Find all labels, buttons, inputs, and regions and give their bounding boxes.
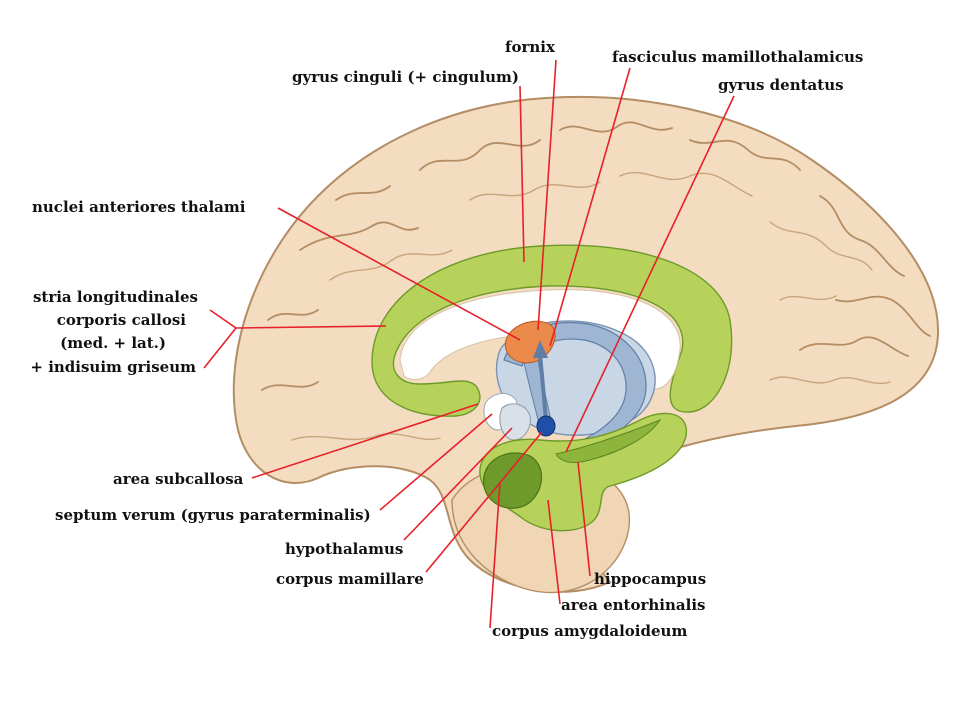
mamillothalamic-arrowhead [533, 340, 548, 358]
labels: fornix fasciculus mamillothalamicus gyru… [30, 38, 863, 640]
mamillary-body [536, 415, 556, 437]
label-hypothalamus: hypothalamus [285, 540, 403, 558]
label-fornix: fornix [505, 38, 556, 56]
leader-nuclei-anteriores-thalami [277, 207, 521, 341]
leader-stria-upper [209, 309, 237, 329]
label-gyrus-dentatus: gyrus dentatus [718, 76, 844, 94]
leader-hypothalamus [403, 427, 513, 541]
label-hippocampus: hippocampus [594, 570, 706, 588]
leader-corpus-mamillare [425, 431, 543, 573]
label-stria-line1: stria longitudinales [33, 288, 198, 306]
label-fasciculus-mamillothalamicus: fasciculus mamillothalamicus [612, 48, 863, 66]
label-septum-verum: septum verum (gyrus paraterminalis) [55, 506, 371, 524]
mamillothalamic-tract [538, 353, 548, 421]
leader-gyrus-cinguli [519, 85, 525, 263]
leader-hippocampus [577, 461, 591, 577]
label-area-subcallosa: area subcallosa [113, 470, 244, 488]
gyral-folds [261, 121, 931, 441]
leader-fasciculus-mamillothalamicus [549, 67, 631, 347]
brain-hemisphere [232, 95, 940, 594]
label-stria-line2: corporis callosi [57, 311, 187, 329]
label-nuclei-anteriores-thalami: nuclei anteriores thalami [32, 198, 246, 216]
leader-stria-mid [235, 325, 387, 329]
label-corpus-amygdaloideum: corpus amygdaloideum [492, 622, 687, 640]
leader-septum-verum [379, 413, 493, 511]
hippocampus-body [555, 418, 662, 463]
leader-stria-lower [203, 327, 237, 369]
label-stria-line4: + indisuim griseum [30, 358, 196, 376]
label-area-entorhinalis: area entorhinalis [561, 596, 705, 614]
label-corpus-mamillare: corpus mamillare [276, 570, 424, 588]
leader-lines [203, 59, 735, 629]
leader-fornix [537, 59, 557, 331]
label-stria-line3: (med. + lat.) [60, 334, 166, 352]
leader-area-entorhinalis [547, 499, 561, 605]
leader-corpus-amygdaloideum [489, 481, 501, 629]
cingulate-gyrus [371, 244, 733, 417]
amygdala-hippocampal-head [483, 452, 543, 509]
label-gyrus-cinguli: gyrus cinguli (+ cingulum) [292, 68, 519, 86]
leader-gyrus-dentatus [565, 95, 735, 453]
hypothalamus-region [499, 403, 531, 441]
leader-area-subcallosa [251, 403, 479, 479]
